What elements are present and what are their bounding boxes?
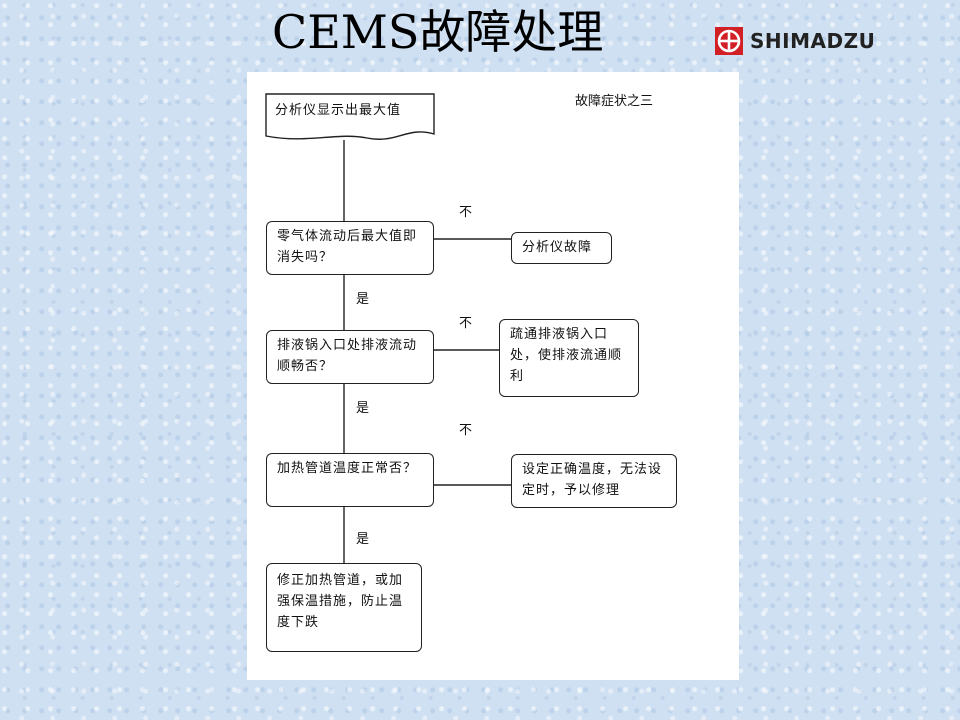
question-node-3: 加热管道温度正常否？ (266, 453, 434, 507)
flowchart-connectors (265, 93, 511, 563)
result-node-2: 疏通排液锅入口处，使排液流通顺利 (499, 319, 639, 397)
label-no-3: 不 (459, 423, 473, 438)
final-node: 修正加热管道，或加强保温措施，防止温度下跌 (266, 563, 422, 652)
label-yes-2: 是 (356, 401, 370, 416)
shimadzu-logo: SHIMADZU (714, 24, 875, 58)
result-node-3: 设定正确温度，无法设定时，予以修理 (511, 454, 677, 508)
logo-text: SHIMADZU (750, 29, 876, 53)
result-node-1: 分析仪故障 (511, 232, 612, 264)
question-node-2: 排液锅入口处排液流动顺畅否？ (266, 330, 434, 384)
corner-label: 故障症状之三 (575, 94, 654, 109)
label-no-1: 不 (459, 205, 473, 220)
flowchart-paper: 故障症状之三 分析仪显示出最大值 零气体流动后最大值即消失吗？ 不 分析仪故障 … (247, 72, 739, 680)
label-yes-1: 是 (356, 292, 370, 307)
label-yes-3: 是 (356, 532, 370, 547)
question-node-1: 零气体流动后最大值即消失吗？ (266, 221, 434, 275)
start-node: 分析仪显示出最大值 (275, 103, 402, 118)
start-terminal-shape (265, 93, 435, 140)
page-title: CEMS故障处理 (272, 5, 604, 59)
label-no-2: 不 (459, 316, 473, 331)
shimadzu-mark-icon (715, 27, 743, 55)
